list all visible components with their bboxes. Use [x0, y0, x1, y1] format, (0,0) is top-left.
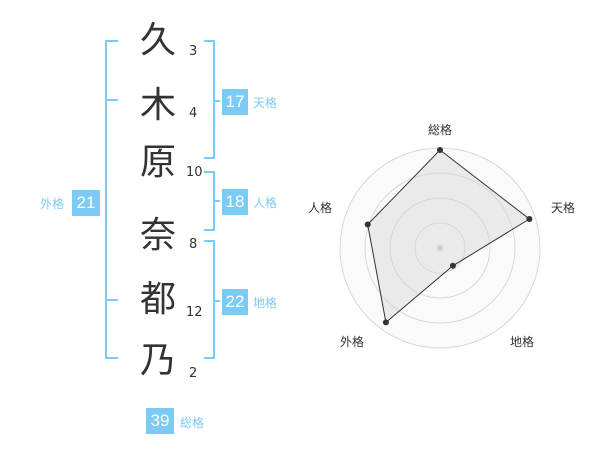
stroke-count-2: 4: [189, 106, 198, 121]
stroke-count-1: 3: [189, 44, 198, 59]
radar-label-soukaku: 総格: [428, 123, 453, 137]
radar-center: [437, 245, 443, 251]
name-char-3: 原: [139, 142, 176, 183]
radar-point-4: [382, 319, 389, 326]
tenkaku-label: 天格: [253, 96, 278, 110]
radar-point-2: [526, 215, 533, 222]
name-char-2: 木: [139, 85, 176, 126]
radar-label-jinkaku: 人格: [308, 201, 333, 215]
gaikaku-badge: 21: [72, 190, 100, 216]
name-char-4: 奈: [139, 215, 176, 256]
radar-label-gaikaku: 外格: [340, 335, 365, 349]
gaikaku-label: 外格: [40, 197, 65, 211]
stroke-count-6: 2: [189, 366, 198, 381]
jinkaku-badge: 18: [222, 189, 248, 215]
chikaku-label: 地格: [253, 296, 278, 310]
radar-point-3: [449, 262, 456, 269]
name-char-6: 乃: [139, 340, 176, 381]
stroke-count-4: 8: [189, 237, 198, 252]
radar-polygon: [367, 149, 531, 324]
stroke-count-5: 12: [186, 305, 203, 320]
soukaku-label: 総格: [180, 416, 205, 430]
chikaku-badge: 22: [222, 289, 248, 315]
radar-grid-ring: [414, 222, 466, 274]
name-char-5: 都: [139, 279, 176, 320]
tenkaku-badge: 17: [222, 89, 248, 115]
stroke-count-3: 10: [186, 165, 203, 180]
name-char-1: 久: [139, 20, 176, 61]
radar-label-tenkaku: 天格: [551, 201, 576, 215]
radar-grid-ring: [389, 197, 491, 299]
radar-point-5: [364, 221, 371, 228]
soukaku-badge: 39: [146, 408, 174, 434]
radar-point-1: [437, 147, 443, 153]
radar-label-chikaku: 地格: [510, 335, 535, 349]
radar-grid-ring: [364, 172, 516, 324]
jinkaku-label: 人格: [253, 196, 278, 210]
